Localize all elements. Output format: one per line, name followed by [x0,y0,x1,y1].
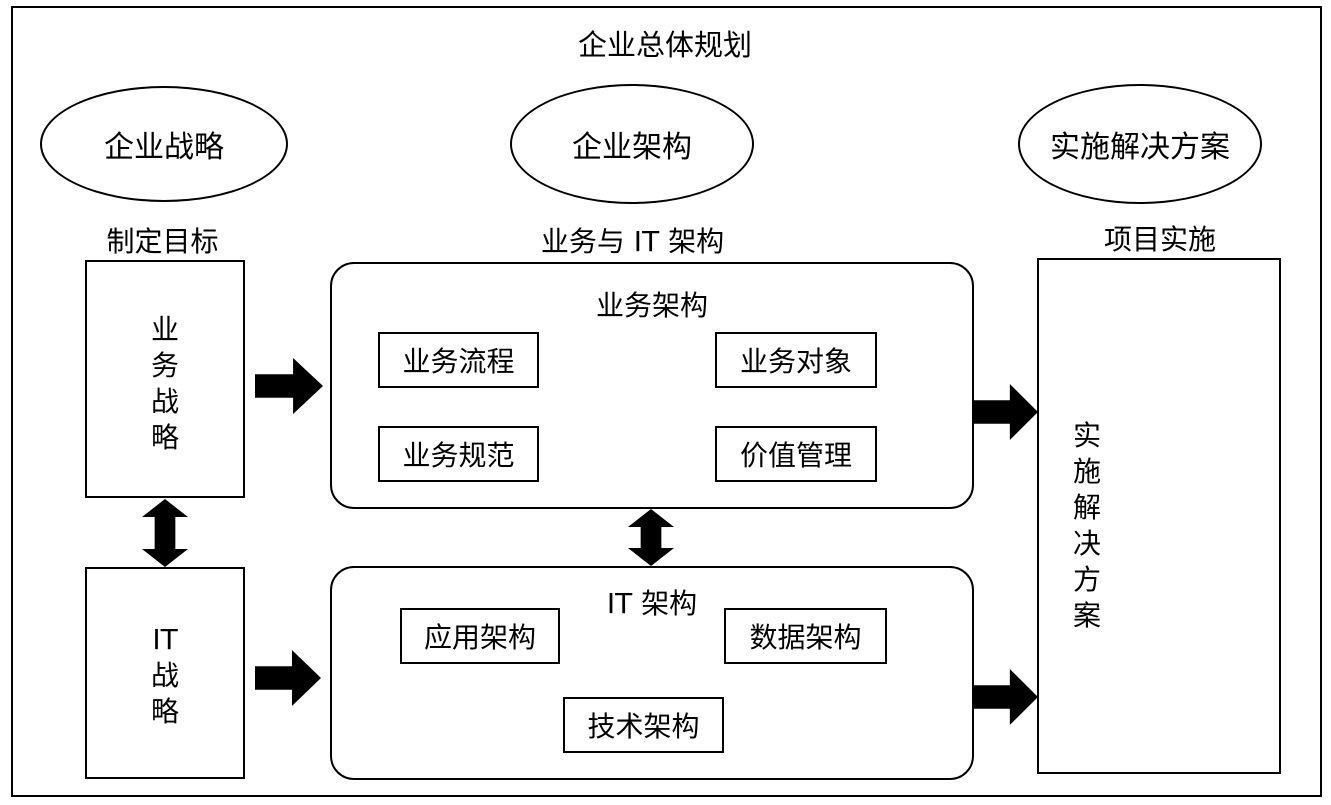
diagram-frame [11,6,1322,797]
business-strategy-char: 略 [150,421,179,454]
it-strategy-text: IT 战 略 [85,622,245,730]
business-rules-box: 业务规范 [378,426,539,482]
it-strategy-char: IT [152,623,178,656]
technology-architecture-label: 技术架构 [587,710,700,743]
implementation-solution-ellipse: 实施解决方案 [1018,84,1262,204]
project-implementation-label: 项目实施 [1103,223,1216,256]
it-strategy-box [85,567,245,779]
data-architecture-label: 数据架构 [749,621,862,654]
diagram-title: 企业总体规划 [577,28,752,62]
business-process-label: 业务流程 [402,345,515,378]
implementation-char: 方 [1072,563,1101,596]
double-vertical-arrow-icon [142,499,188,567]
double-vertical-arrow-icon [628,509,674,566]
business-rules-label: 业务规范 [402,439,515,472]
business-strategy-box [85,260,245,498]
business-architecture-title: 业务架构 [595,289,708,322]
implementation-char: 解 [1072,491,1101,524]
biz-it-architecture-label: 业务与 IT 架构 [540,225,725,258]
right-arrow-icon [974,384,1038,440]
goals-label: 制定目标 [106,225,219,258]
application-architecture-box: 应用架构 [400,608,560,664]
implementation-box [1037,258,1281,774]
it-strategy-char: 略 [150,695,179,728]
value-management-box: 价值管理 [715,426,877,482]
data-architecture-box: 数据架构 [724,608,887,664]
enterprise-strategy-label: 企业战略 [104,130,224,165]
enterprise-architecture-label: 企业架构 [572,130,692,165]
value-management-label: 价值管理 [739,439,852,472]
application-architecture-label: 应用架构 [423,621,536,654]
business-strategy-text: 业 务 战 略 [85,312,245,456]
it-strategy-char: 战 [150,659,179,692]
business-process-box: 业务流程 [378,332,539,388]
implementation-solution-vertical-text: 实 施 解 决 方 案 [1062,418,1112,634]
implementation-solution-label: 实施解决方案 [1050,130,1230,165]
implementation-char: 案 [1072,599,1101,632]
enterprise-architecture-ellipse: 企业架构 [510,84,754,204]
enterprise-strategy-ellipse: 企业战略 [40,86,288,202]
technology-architecture-box: 技术架构 [563,697,724,753]
implementation-char: 施 [1072,455,1101,488]
implementation-char: 实 [1072,419,1101,452]
implementation-char: 决 [1072,527,1101,560]
business-object-box: 业务对象 [715,332,877,388]
business-strategy-char: 务 [150,349,179,382]
right-arrow-icon [255,650,321,706]
business-strategy-char: 业 [150,313,179,346]
right-arrow-icon [974,669,1038,725]
business-object-label: 业务对象 [739,345,852,378]
business-strategy-char: 战 [150,385,179,418]
it-architecture-title: IT 架构 [606,587,698,620]
right-arrow-icon [255,358,323,414]
